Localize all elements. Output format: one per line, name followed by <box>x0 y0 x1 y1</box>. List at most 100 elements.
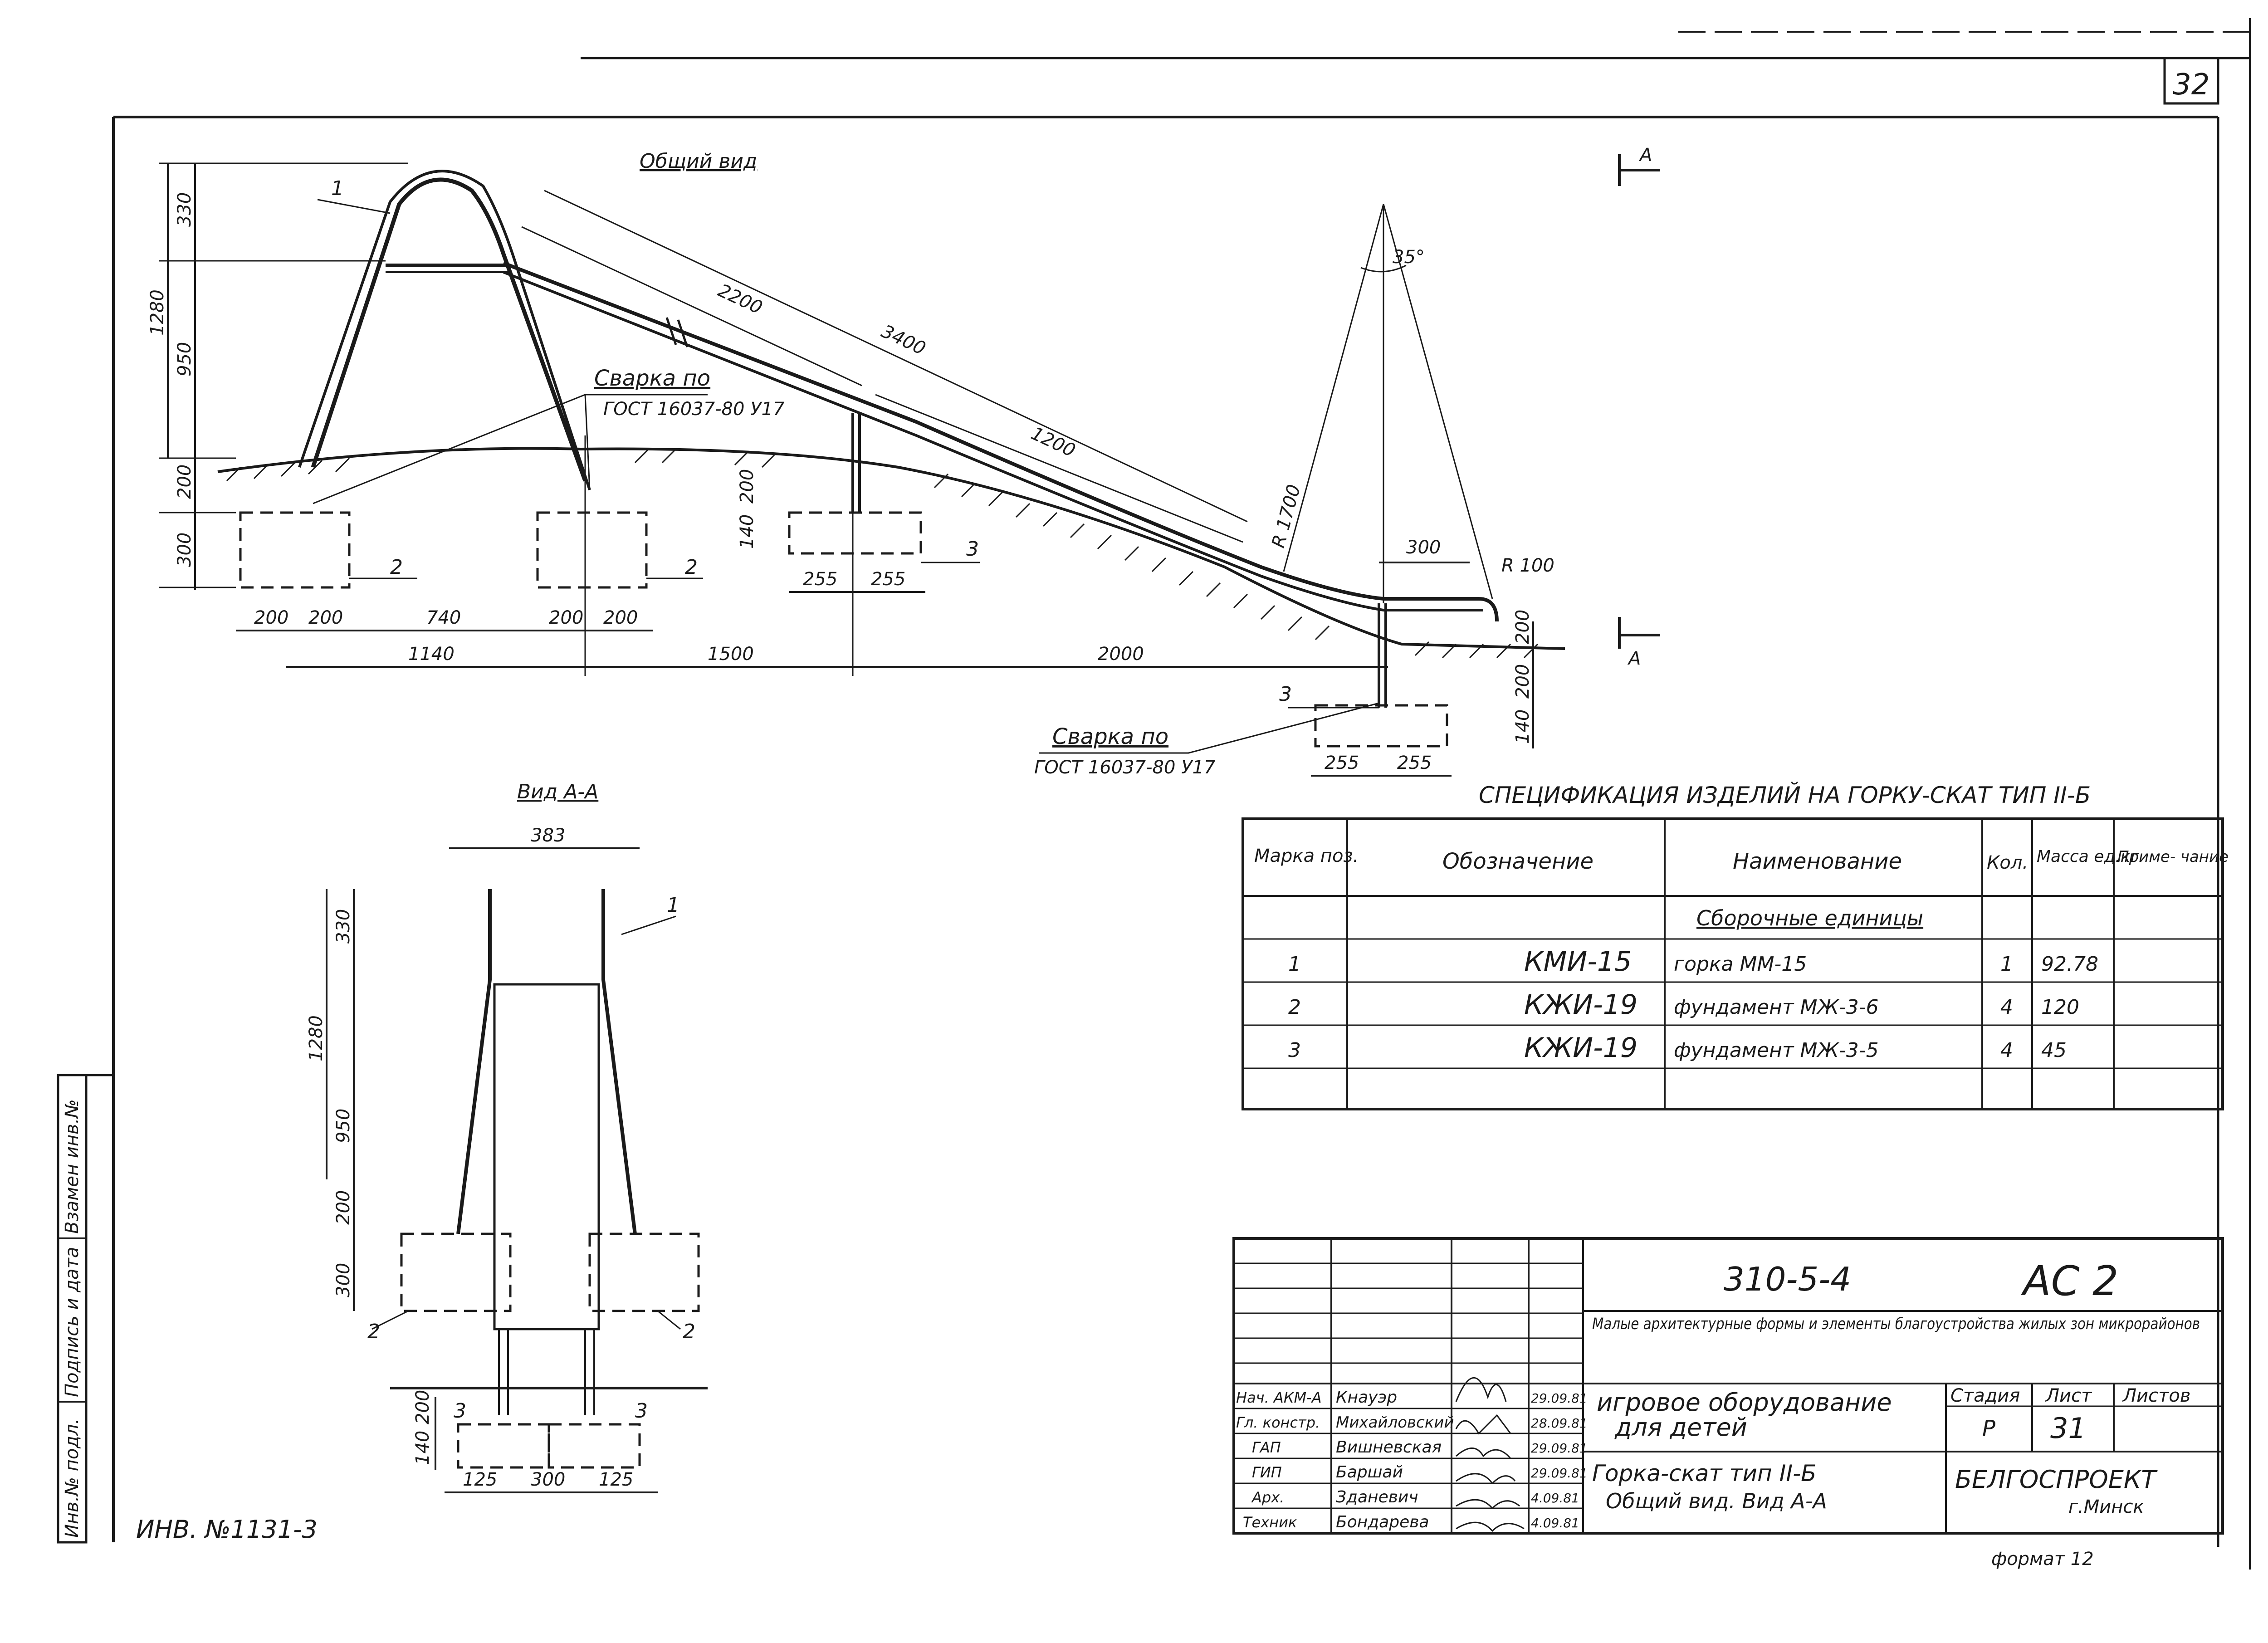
aa-dim-300: 300 <box>333 1263 354 1297</box>
view-aa-title: Вид А-А <box>517 780 598 803</box>
stamp-signature-date: Подпись и дата <box>62 1247 83 1397</box>
tb-sheet-title-2: Общий вид. Вид А-А <box>1606 1489 1827 1513</box>
spec-row-1-qty: 1 <box>2000 953 2013 976</box>
title-block <box>1232 1237 2224 1535</box>
aa-callout-3a: 3 <box>454 1399 466 1423</box>
dim-200-tip: 200 <box>1512 610 1533 644</box>
staff-date-3: 29.09.81 <box>1531 1441 1588 1456</box>
tb-sheet-no: 31 <box>2050 1412 2086 1445</box>
dim-b-740: 740 <box>426 607 461 628</box>
staff-name-1: Кнауэр <box>1336 1388 1397 1407</box>
aa-dim-300w: 300 <box>531 1469 565 1490</box>
aa-dim-125b: 125 <box>599 1469 633 1490</box>
aa-dim-330: 330 <box>333 909 354 944</box>
tb-drawing-title-2: для детей <box>1614 1413 1747 1442</box>
stamp-original-inv: Инв.№ подл. <box>62 1418 83 1538</box>
sheet-frame <box>112 18 2251 1570</box>
dim-330: 330 <box>174 192 195 227</box>
dim-200-mid: 200 <box>737 469 758 504</box>
spec-header-designation: Обозначение <box>1442 849 1593 874</box>
spec-row-2-designation: КЖИ-19 <box>1524 989 1637 1021</box>
general-view-title: Общий вид <box>640 150 757 173</box>
callout-2b: 2 <box>685 556 698 579</box>
callout-2a: 2 <box>390 556 403 579</box>
spec-title: СПЕЦИФИКАЦИЯ ИЗДЕЛИЙ НА ГОРКУ-СКАТ ТИП I… <box>1479 782 2091 808</box>
page-number: 32 <box>2173 68 2209 102</box>
dim-b-200a: 200 <box>254 607 288 628</box>
staff-role-3: ГАП <box>1252 1439 1281 1456</box>
spec-header-pos: Марка поз. <box>1254 846 1359 866</box>
spec-row-1-designation: КМИ-15 <box>1524 946 1632 978</box>
aa-callout-1: 1 <box>667 894 679 917</box>
tb-sheet-mark: АС 2 <box>2021 1257 2118 1305</box>
spec-row-3-qty: 4 <box>2000 1039 2013 1062</box>
dim-angle-35: 35° <box>1393 247 1425 268</box>
aa-dim-125a: 125 <box>463 1469 497 1490</box>
aa-callout-2a: 2 <box>367 1320 380 1343</box>
callout-3a: 3 <box>966 538 979 561</box>
aa-dim-200: 200 <box>333 1190 354 1225</box>
spec-section-assembly: Сборочные единицы <box>1696 906 1923 930</box>
spec-row-2-name: фундамент МЖ-3-6 <box>1674 996 1879 1019</box>
stamp-replacement-inv: Взамен инв.№ <box>62 1099 83 1234</box>
staff-date-2: 28.09.81 <box>1531 1416 1588 1431</box>
dim-300-tip: 300 <box>1406 537 1441 558</box>
weld-note-1-line2: ГОСТ 16037-80 У17 <box>603 399 785 420</box>
weld-note-2-line1: Сварка по <box>1052 724 1168 749</box>
dim-b-200c: 200 <box>549 607 583 628</box>
spec-header-qty: Кол. <box>1987 852 2028 873</box>
spec-row-1-pos: 1 <box>1288 953 1301 976</box>
dim-1280: 1280 <box>147 289 168 336</box>
dim-o-1500: 1500 <box>708 644 754 665</box>
staff-date-1: 29.09.81 <box>1531 1391 1588 1406</box>
spec-header-note: Приме- чание <box>2117 848 2229 866</box>
spec-row-2-pos: 2 <box>1288 996 1301 1019</box>
inventory-number: ИНВ. №1131-3 <box>136 1515 318 1544</box>
dim-b-255b: 255 <box>871 569 905 590</box>
spec-row-2-qty: 4 <box>2000 996 2013 1019</box>
staff-name-6: Бондарева <box>1336 1513 1429 1531</box>
callout-3b: 3 <box>1279 683 1292 706</box>
dim-b-200b: 200 <box>308 607 343 628</box>
staff-date-5: 4.09.81 <box>1531 1491 1579 1506</box>
dim-f-140: 140 <box>1512 709 1533 744</box>
spec-header-name: Наименование <box>1733 849 1902 874</box>
aa-dim-383: 383 <box>531 825 565 846</box>
aa-callout-3b: 3 <box>635 1399 648 1423</box>
tb-sheet-title-1: Горка-скат тип II-Б <box>1592 1460 1816 1487</box>
dim-r-100: R 100 <box>1501 555 1554 576</box>
aa-dim-950: 950 <box>333 1109 354 1143</box>
dim-b-255a: 255 <box>803 569 837 590</box>
spec-row-3-pos: 3 <box>1288 1039 1301 1062</box>
staff-name-2: Михайловский <box>1336 1413 1454 1432</box>
section-mark-a-top: А <box>1638 145 1652 166</box>
side-stamp <box>57 1074 113 1544</box>
dim-o-2000: 2000 <box>1098 644 1144 665</box>
section-mark-a-bottom: А <box>1627 648 1641 669</box>
staff-role-4: ГИП <box>1252 1464 1282 1481</box>
staff-role-6: Техник <box>1243 1514 1297 1531</box>
tb-project-title: Малые архитектурные формы и элементы бла… <box>1592 1315 2200 1333</box>
staff-role-1: Нач. АКМ-А <box>1236 1389 1322 1406</box>
staff-date-6: 4.09.81 <box>1531 1516 1579 1531</box>
staff-role-5: Арх. <box>1251 1489 1284 1506</box>
spec-header-mass: Масса ед.кг <box>2037 847 2139 866</box>
staff-name-3: Вишневская <box>1336 1438 1442 1457</box>
aa-callout-2b: 2 <box>683 1320 695 1343</box>
dim-f-200: 200 <box>1512 664 1533 699</box>
dim-300: 300 <box>174 533 195 567</box>
tb-org-city: г.Минск <box>2068 1496 2144 1517</box>
dim-950: 950 <box>174 342 195 377</box>
aa-dim-1280: 1280 <box>306 1015 327 1061</box>
view-aa-drawing <box>326 847 708 1493</box>
dim-b-200d: 200 <box>603 607 638 628</box>
tb-stage-label: Стадия <box>1950 1385 2020 1406</box>
callout-1: 1 <box>331 177 344 200</box>
staff-role-2: Гл. констр. <box>1236 1414 1320 1431</box>
dim-f-255a: 255 <box>1325 753 1359 773</box>
staff-date-4: 29.09.81 <box>1531 1466 1588 1481</box>
view-aa-dimensions: 383 330 950 1280 200 300 200 140 125 300… <box>306 825 695 1490</box>
spec-row-3-designation: КЖИ-19 <box>1524 1032 1637 1064</box>
tb-org-name: БЕЛГОСПРОЕКТ <box>1955 1465 2158 1494</box>
dim-o-1140: 1140 <box>408 644 455 665</box>
